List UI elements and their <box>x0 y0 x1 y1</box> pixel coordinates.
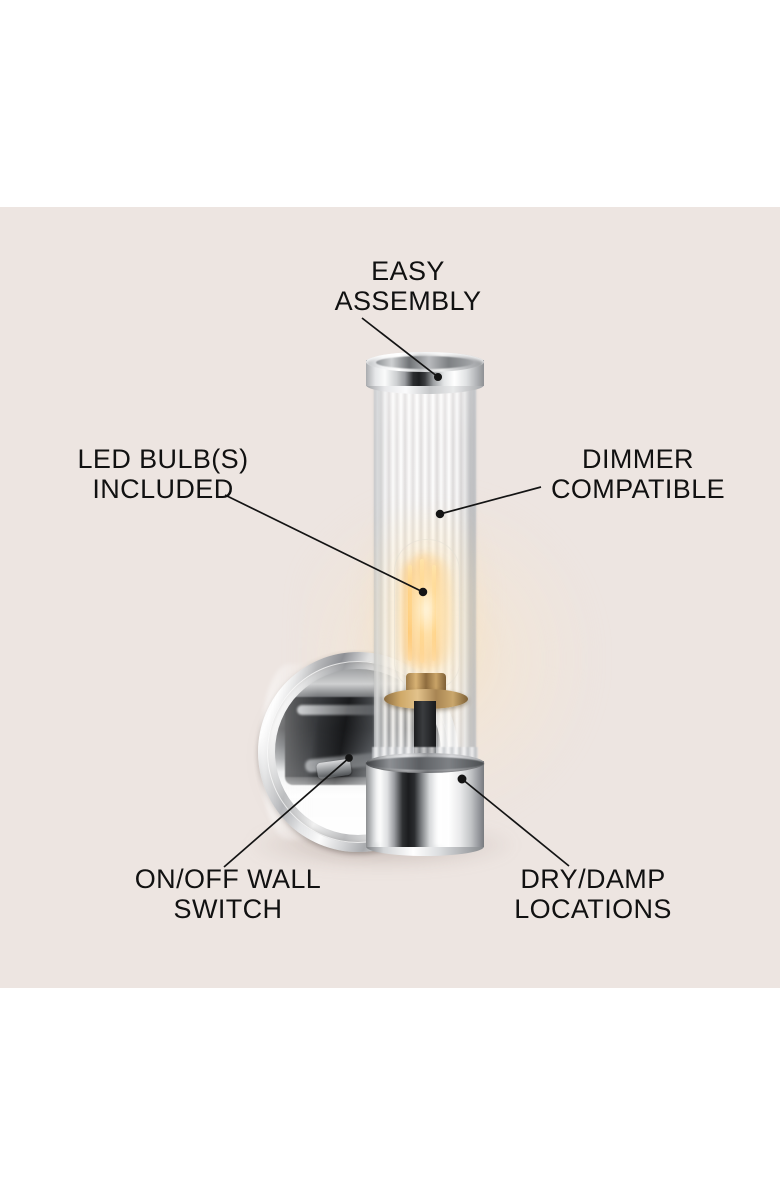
base-cup-inner-lip <box>366 757 484 770</box>
callout-label-dry-damp-locations: DRY/DAMP LOCATIONS <box>514 864 672 925</box>
base-cup-body <box>366 761 484 847</box>
plate-left-crescent-highlight <box>260 664 318 840</box>
base-cup-highlight-left <box>374 767 383 843</box>
plate-highlight-streak-upper <box>297 705 379 715</box>
wall-sconce-fixture <box>0 207 780 988</box>
callout-label-dimmer-compatible: DIMMER COMPATIBLE <box>550 444 726 505</box>
led-filament-bulb <box>358 511 494 721</box>
base-cup-highlight-center <box>432 765 449 845</box>
callout-label-on-off-wall-switch: ON/OFF WALL SWITCH <box>134 864 322 925</box>
product-image-panel: EASY ASSEMBLY LED BULB(S) INCLUDED DIMME… <box>0 207 780 988</box>
cap-inner-ellipse <box>376 356 474 369</box>
bulb-light-core <box>400 553 452 671</box>
top-chrome-cap <box>366 352 484 398</box>
callout-label-easy-assembly: EASY ASSEMBLY <box>334 256 482 317</box>
chrome-base-cup <box>366 753 484 861</box>
callout-label-led-bulbs-included: LED BULB(S) INCLUDED <box>77 444 249 505</box>
bulb-brass-disc <box>384 689 468 709</box>
